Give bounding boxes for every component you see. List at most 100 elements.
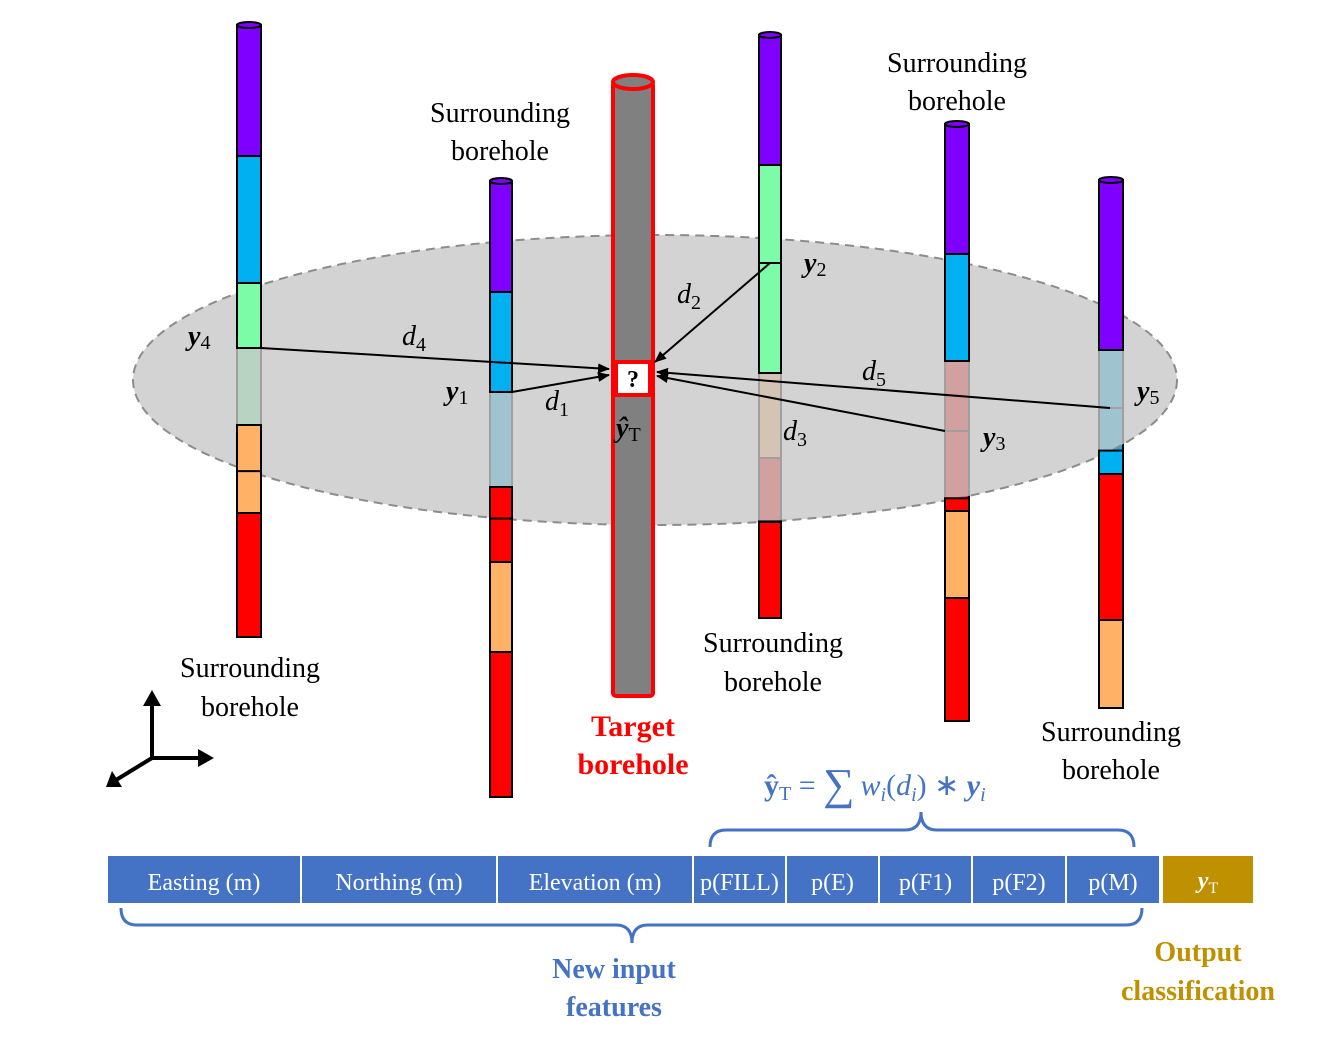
label-surrounding-1-line1: Surrounding bbox=[430, 98, 570, 129]
feature-cell-bg-1 bbox=[108, 856, 300, 903]
label-surrounding-1: Surrounding borehole bbox=[430, 98, 570, 167]
borehole-1-segment-4-below-plane bbox=[489, 517, 513, 564]
label-surrounding-2-line1: Surrounding bbox=[887, 48, 1027, 79]
label-d2: d2 bbox=[677, 279, 701, 314]
label-target-line1: Target bbox=[591, 710, 675, 743]
borehole-2-segment-6 bbox=[758, 521, 782, 619]
borehole-1-segment-5 bbox=[489, 561, 513, 653]
borehole-5-segment-4 bbox=[1098, 473, 1124, 621]
borehole-1-segment-6 bbox=[489, 651, 513, 798]
label-surrounding-4: Surrounding borehole bbox=[703, 628, 843, 698]
borehole-2-segment-1 bbox=[758, 34, 782, 166]
feature-cell-bg-5 bbox=[787, 856, 878, 903]
idw-formula: ŷT = ∑wi(di) ∗ yi bbox=[764, 760, 986, 809]
borehole-4-segment-5-below-plane bbox=[236, 470, 262, 515]
label-surrounding-3: Surrounding borehole bbox=[180, 653, 320, 723]
axes-icon-horizontal-head bbox=[198, 749, 214, 767]
label-y3: y3 bbox=[980, 422, 1005, 455]
label-surrounding-5: Surrounding borehole bbox=[1041, 717, 1181, 786]
formula-text: ŷT = ∑wi(di) ∗ yi bbox=[764, 760, 986, 809]
borehole-5-segment-3-below-plane bbox=[1098, 449, 1124, 476]
feature-cell-label-1: Easting (m) bbox=[148, 870, 261, 896]
borehole-5-segment-5 bbox=[1098, 619, 1124, 709]
feature-row: Easting (m) Northing (m) Elevation (m) p(FI… bbox=[108, 856, 1159, 903]
feature-cell-bg-7 bbox=[973, 856, 1065, 903]
label-surrounding-1-line2: borehole bbox=[451, 136, 549, 167]
borehole-3-top-cap bbox=[944, 120, 970, 128]
borehole-2-segment-5-below-plane bbox=[758, 520, 782, 523]
label-surrounding-4-line1: Surrounding bbox=[703, 628, 843, 659]
label-target-borehole: Target borehole bbox=[577, 710, 688, 781]
label-new-input-line2: features bbox=[566, 992, 662, 1023]
feature-cell-label-6: p(F1) bbox=[899, 870, 952, 896]
label-d1: d1 bbox=[545, 386, 569, 421]
feature-cell-label-5: p(E) bbox=[811, 870, 854, 896]
label-y-hat-target: ŷT bbox=[613, 413, 641, 446]
label-y4: y4 bbox=[185, 321, 210, 354]
borehole-4-segment-2 bbox=[236, 155, 262, 284]
label-output-line2: classification bbox=[1121, 976, 1275, 1007]
borehole-upper-segments bbox=[236, 21, 1124, 798]
input-features-brace bbox=[119, 907, 1144, 944]
label-surrounding-3-line1: Surrounding bbox=[180, 653, 320, 684]
label-surrounding-5-line1: Surrounding bbox=[1041, 717, 1181, 748]
feature-cell-label-8: p(M) bbox=[1088, 870, 1137, 896]
feature-cell-label-7: p(F2) bbox=[992, 870, 1045, 896]
feature-cell-bg-8 bbox=[1067, 856, 1159, 903]
output-cell: yT bbox=[1163, 856, 1253, 903]
borehole-1-segment-2 bbox=[489, 291, 513, 393]
feature-cell-bg-6 bbox=[880, 856, 971, 903]
label-d3: d3 bbox=[783, 416, 807, 451]
label-surrounding-3-line2: borehole bbox=[201, 692, 299, 723]
label-new-input-line1: New input bbox=[552, 954, 676, 985]
feature-cell-bg-2 bbox=[302, 856, 496, 903]
borehole-3-segment-1 bbox=[944, 123, 970, 255]
label-surrounding-2-line2: borehole bbox=[908, 86, 1006, 117]
feature-cell-bg-4 bbox=[694, 856, 785, 903]
borehole-3-segment-2 bbox=[944, 253, 970, 362]
borehole-4-top-cap bbox=[236, 21, 262, 29]
borehole-5-segment-1 bbox=[1098, 179, 1124, 351]
arrow-d1 bbox=[511, 371, 610, 393]
label-surrounding-4-line2: borehole bbox=[724, 667, 822, 698]
arrow-d2 bbox=[654, 262, 771, 363]
arrow-d4 bbox=[260, 347, 610, 374]
label-d5: d5 bbox=[862, 356, 886, 391]
target-borehole-top bbox=[611, 73, 655, 91]
borehole-4-segment-3 bbox=[236, 282, 262, 349]
output-cell-bg bbox=[1163, 856, 1253, 903]
label-y5: y5 bbox=[1134, 376, 1159, 409]
formula-brace bbox=[708, 811, 1136, 848]
borehole-1-segment-1 bbox=[489, 180, 513, 293]
label-y1: y1 bbox=[443, 376, 468, 409]
target-unknown-box bbox=[614, 360, 652, 397]
borehole-5-top-cap bbox=[1098, 176, 1124, 184]
label-output-line1: Output bbox=[1154, 937, 1242, 968]
borehole-3-segment-4-below-plane bbox=[944, 497, 970, 512]
borehole-4-segment-6 bbox=[236, 512, 262, 638]
label-surrounding-2: Surrounding borehole bbox=[887, 48, 1027, 117]
label-y2: y2 bbox=[801, 248, 826, 281]
feature-cell-label-4: p(FILL) bbox=[700, 870, 779, 896]
axes-icon bbox=[106, 690, 214, 787]
axes-icon-vertical-head bbox=[143, 690, 161, 706]
label-d4: d4 bbox=[402, 321, 426, 356]
borehole-3-segment-5 bbox=[944, 510, 970, 599]
distance-arrows bbox=[260, 262, 1111, 432]
feature-cell-bg-3 bbox=[498, 856, 692, 903]
arrow-d3 bbox=[656, 373, 946, 432]
axes-icon-depth bbox=[114, 756, 154, 782]
output-cell-label: yT bbox=[1195, 868, 1219, 897]
feature-cell-label-2: Northing (m) bbox=[335, 870, 462, 896]
borehole-2-segment-2 bbox=[758, 164, 782, 264]
borehole-2-segment-3 bbox=[758, 262, 782, 374]
feature-cell-label-3: Elevation (m) bbox=[529, 870, 662, 896]
question-mark: ? bbox=[627, 367, 639, 393]
axes-icon-depth-head bbox=[106, 771, 122, 787]
target-borehole: ? bbox=[611, 73, 655, 698]
borehole-3-segment-6 bbox=[944, 597, 970, 722]
borehole-1-top-cap bbox=[489, 177, 513, 185]
borehole-2-top-cap bbox=[758, 31, 782, 39]
